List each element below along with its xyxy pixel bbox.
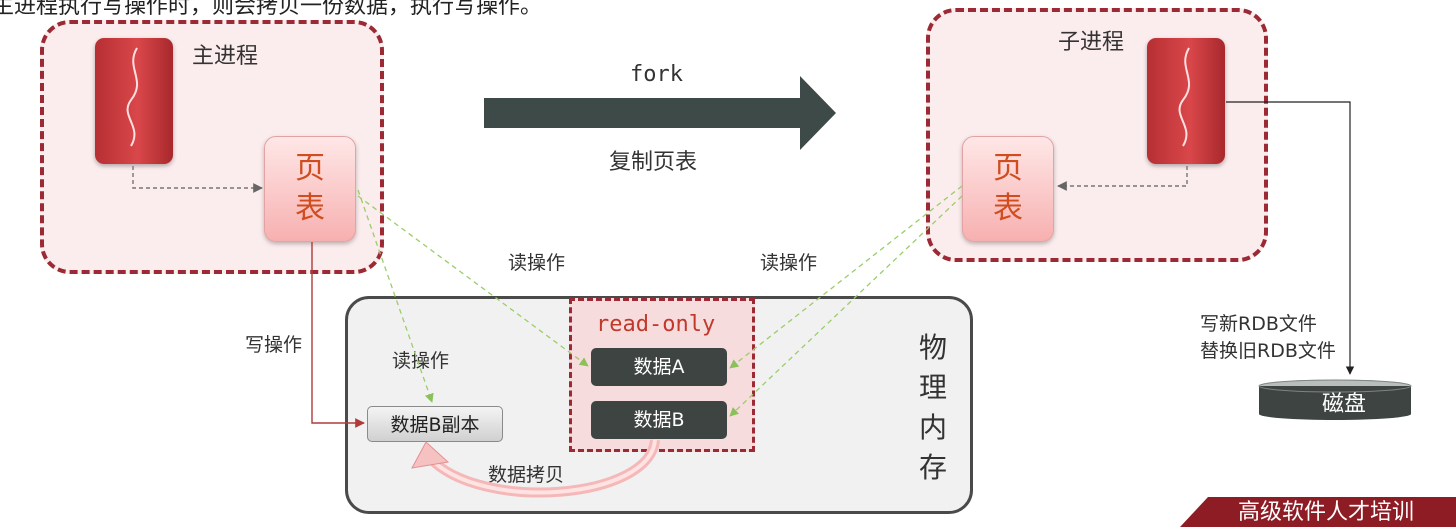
squiggle-icon (1178, 47, 1190, 147)
data-b-block: 数据B (591, 401, 727, 439)
disk-label: 磁盘 (1322, 392, 1367, 417)
disk-cylinder (1257, 378, 1413, 420)
fork-label: fork (630, 62, 683, 87)
fork-arrow (484, 76, 836, 150)
data-copy-label: 数据拷贝 (488, 464, 565, 486)
squiggle-icon (126, 47, 138, 147)
main-page-table-char-2: 表 (295, 191, 325, 226)
memory-label-char-1: 物 (918, 331, 947, 364)
data-copy-arrow (411, 438, 660, 498)
main-read-to-data-b-copy (357, 189, 434, 403)
data-b-copy-block: 数据B副本 (367, 406, 503, 442)
memory-label-char-2: 理 (918, 371, 947, 404)
main-thread-card (95, 38, 173, 164)
read-op-label-left: 读操作 (508, 252, 566, 274)
physical-memory-label: 物 理 内 存 (916, 328, 950, 488)
read-op-label-copy: 读操作 (392, 350, 450, 372)
child-read-to-data-b (729, 195, 963, 417)
write-new-rdb-label: 写新RDB文件 (1200, 313, 1317, 335)
read-op-label-right: 读操作 (760, 252, 818, 274)
child-read-to-data-a (729, 185, 963, 369)
main-process-label: 主进程 (192, 44, 259, 69)
child-to-disk-line (1226, 101, 1355, 375)
data-a-block: 数据A (591, 348, 727, 386)
copy-page-table-label: 复制页表 (609, 150, 698, 175)
main-page-table-char-1: 页 (295, 151, 325, 186)
footer-banner: 高级软件人才培训 (1180, 497, 1456, 527)
write-op-line (311, 242, 365, 428)
readonly-label: read-only (596, 312, 716, 337)
child-thread-to-pagetable-line (1057, 166, 1188, 191)
memory-label-char-3: 内 (918, 411, 947, 444)
replace-old-rdb-label: 替换旧RDB文件 (1200, 340, 1336, 362)
child-page-table: 页 表 (962, 136, 1054, 242)
child-page-table-char-1: 页 (993, 151, 1023, 186)
child-thread-card (1147, 38, 1225, 164)
main-page-table: 页 表 (264, 136, 356, 242)
main-read-to-data-a (357, 195, 589, 367)
child-page-table-char-2: 表 (993, 191, 1023, 226)
main-thread-to-pagetable-line (132, 166, 263, 193)
caption-text: 主进程执行写操作时，则会拷贝一份数据，执行写操作。 (0, 0, 543, 19)
write-op-label: 写操作 (245, 334, 303, 356)
memory-label-char-4: 存 (918, 451, 947, 484)
child-process-label: 子进程 (1058, 30, 1125, 55)
